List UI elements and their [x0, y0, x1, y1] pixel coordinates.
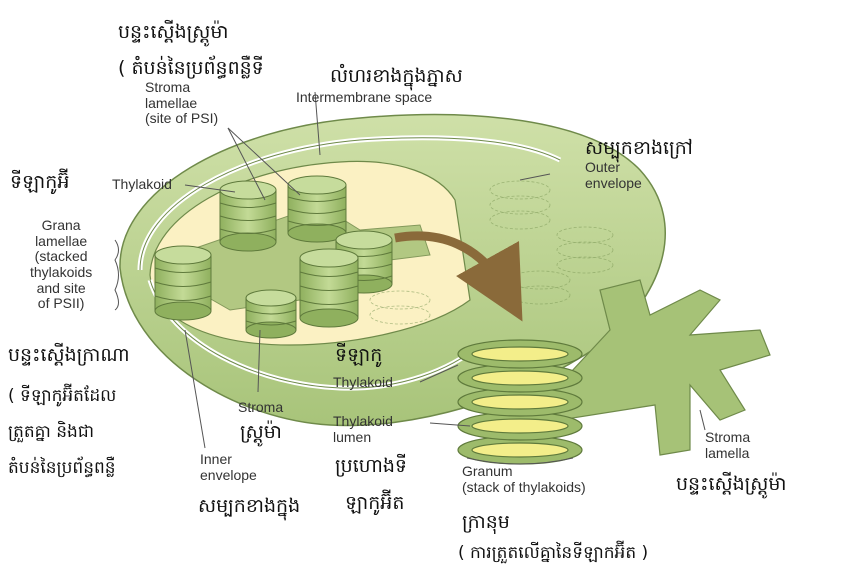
label-km-grana-note-2: ត្រួតគ្នា និងជា	[8, 423, 94, 442]
label-km-outer-envelope: សម្បុកខាងក្រៅ	[585, 138, 693, 159]
label-km-thylakoid-detail: ទីឡាកូ	[335, 345, 382, 366]
label-km-intermembrane-space: លំហរខាងក្នុងភ្នាស	[330, 66, 463, 87]
label-en-stroma-lamella: Stroma lamella	[705, 430, 750, 461]
label-km-grana-note-3: តំបន់នៃប្រព័ន្ធពន្លឺ	[8, 459, 116, 478]
label-en-granum: Granum (stack of thylakoids)	[462, 464, 586, 495]
label-en-stroma: Stroma	[238, 400, 283, 416]
label-en-thylakoid: Thylakoid	[112, 177, 172, 193]
label-km-inner-envelope: សម្បកខាងក្នុង	[198, 496, 300, 517]
label-en-intermembrane-space: Intermembrane space	[296, 90, 432, 106]
label-en-thylakoid-detail: Thylakoid	[333, 375, 393, 391]
label-km-stroma: ស្ត្រូម៉ា	[240, 422, 282, 443]
label-km-stroma-lamella: បន្ទះស្តើងស្ត្រូម៉ា	[676, 474, 787, 495]
label-km-grana-lamellae: បន្ទះស្តើងក្រាណា	[8, 345, 130, 366]
granum-detail	[458, 340, 582, 464]
label-km-granum: ក្រានុម	[462, 512, 510, 533]
label-km-stroma-lamellae: បន្ទះស្តើងស្ត្រូម៉ា	[118, 22, 229, 43]
label-km-stroma-lamellae-psi: ( តំបន់នៃប្រព័ន្ធពន្លឺទី	[118, 58, 264, 79]
label-km-thylakoid: ទីឡាកូអ៊ី	[10, 172, 69, 193]
label-en-stroma-lamellae-psi: Stroma lamellae (site of PSI)	[145, 80, 218, 127]
label-km-granum-note: ( ការត្រួតលើគ្នានៃទីឡាកអ៊ីត )	[458, 544, 648, 563]
label-en-inner-envelope: Inner envelope	[200, 452, 257, 483]
label-en-thylakoid-lumen: Thylakoid lumen	[333, 414, 393, 445]
label-km-thylakoid-lumen-1: ប្រហោងទី	[335, 456, 407, 477]
label-km-thylakoid-lumen-2: ឡាកូអ៊ីត	[345, 493, 404, 514]
label-en-grana-lamellae: Grana lamellae (stacked thylakoids and s…	[30, 218, 92, 312]
label-km-grana-note-1: ( ទីឡាកូអ៊ីតដែល	[8, 387, 116, 406]
label-en-outer-envelope: Outer envelope	[585, 160, 642, 191]
